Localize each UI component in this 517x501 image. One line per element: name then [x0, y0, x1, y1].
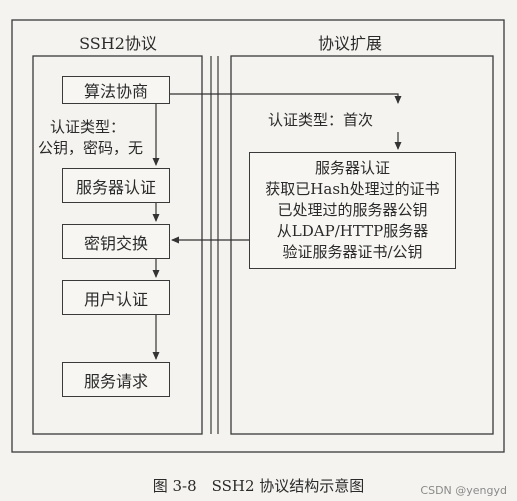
- server-auth-line: 从LDAP/HTTP服务器: [276, 222, 429, 240]
- left-panel-title: SSH2协议: [79, 34, 157, 53]
- server-auth-line: 获取已Hash处理过的证书: [265, 180, 440, 198]
- step-service-request: 服务请求: [62, 362, 170, 397]
- step-user-authentication: 用户认证: [62, 280, 170, 315]
- server-auth-line: 验证服务器证书/公钥: [282, 243, 423, 261]
- left-panel-frame: [32, 55, 203, 435]
- server-auth-line: 服务器认证: [314, 159, 390, 177]
- right-panel-frame: [230, 55, 494, 435]
- right-auth-type-note: 认证类型：首次: [268, 111, 374, 129]
- left-auth-type-label: 认证类型：: [50, 118, 126, 136]
- arrow-negotiation-to-extension: [170, 93, 402, 104]
- server-auth-line: 已处理过的服务器公钥: [277, 201, 428, 219]
- step-algorithm-negotiation: 算法协商: [62, 76, 170, 104]
- watermark: CSDN @yengyd: [420, 484, 507, 497]
- step-server-authentication: 服务器认证: [62, 168, 170, 203]
- step-key-exchange: 密钥交换: [62, 224, 170, 259]
- figure-caption: 图 3-8 SSH2 协议结构示意图: [152, 477, 365, 495]
- outer-frame: [11, 19, 505, 453]
- server-auth-info-box: 服务器认证 获取已Hash处理过的证书 已处理过的服务器公钥 从LDAP/HTT…: [249, 152, 456, 269]
- right-panel-title: 协议扩展: [317, 34, 382, 53]
- left-auth-type-values: 公钥，密码，无: [38, 139, 144, 157]
